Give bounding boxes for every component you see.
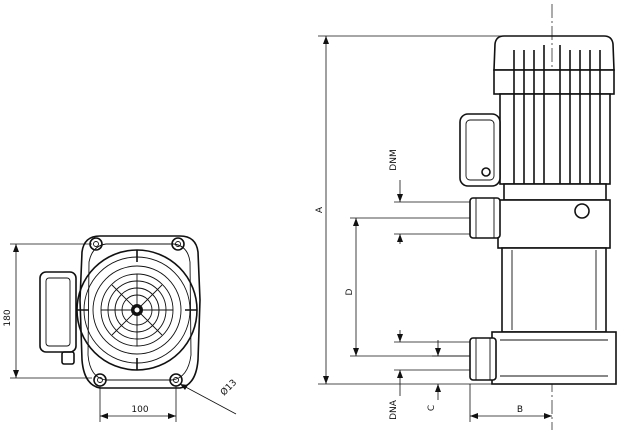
dimension-height: 180 [3,243,92,379]
dimension-a-label: A [315,206,325,213]
dimension-dnm-label: DNM [389,149,399,170]
width-label: 100 [131,405,148,415]
dimension-dna: DNA [389,330,470,420]
hole-diameter-label: Ø13 [218,377,239,398]
dimension-d: D [345,217,470,357]
dimension-c-label: C [427,405,437,411]
pump-front-view: 180 100 Ø13 [3,235,239,422]
height-label: 180 [3,309,13,326]
dimension-dna-label: DNA [389,399,399,420]
dimension-dnm: DNM [389,149,470,244]
dimension-b-label: B [517,405,523,415]
cooling-fins [513,45,601,184]
dimension-b: B [469,384,552,422]
pump-side-view: A D DNM DNA [315,4,617,430]
dimension-c: C [427,340,470,411]
dimension-a: A [315,35,504,385]
dimension-d-label: D [345,288,355,295]
dimension-width: 100 [99,386,177,422]
